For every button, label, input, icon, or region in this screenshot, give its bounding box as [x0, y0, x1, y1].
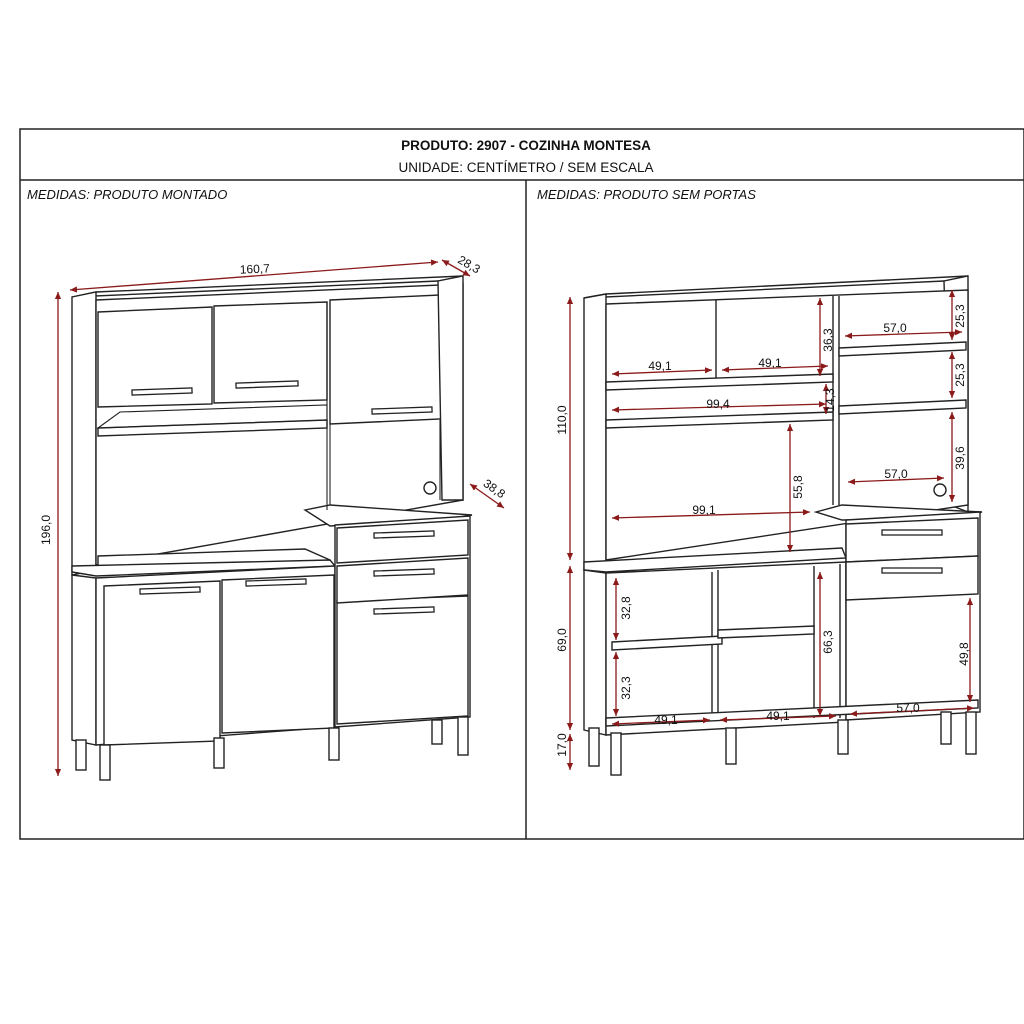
left-dimension-lines [54, 259, 505, 776]
dim-w-bot-right: 57,0 [896, 701, 920, 715]
dim-h-323: 32,3 [619, 676, 633, 700]
right-panel-label: MEDIDAS: PRODUTO SEM PORTAS [537, 187, 756, 202]
dim-h-328: 32,8 [619, 596, 633, 620]
dim-h-558: 55,8 [791, 475, 805, 499]
dim-h-663: 66,3 [821, 630, 835, 654]
dim-h-253-a: 25,3 [953, 304, 967, 328]
dim-w-991: 99,1 [692, 503, 716, 517]
dim-h-upper: 110,0 [555, 405, 569, 434]
dim-width: 160,7 [239, 261, 270, 277]
dim-w-570-mid: 57,0 [884, 467, 908, 481]
dim-w-bot-mid: 49,1 [766, 709, 790, 723]
dim-niche-left: 49,1 [648, 359, 672, 373]
dim-h-498: 49,8 [957, 642, 971, 666]
left-panel-label: MEDIDAS: PRODUTO MONTADO [27, 187, 227, 202]
dim-w-994: 99,4 [706, 397, 730, 411]
product-title: PRODUTO: 2907 - COZINHA MONTESA [401, 138, 651, 153]
right-dimension-lines [566, 290, 975, 770]
open-cabinet-drawing [583, 275, 983, 776]
dim-h-legs: 17,0 [555, 733, 569, 757]
unit-subtitle: UNIDADE: CENTÍMETRO / SEM ESCALA [398, 160, 653, 175]
dim-h-253-b: 25,3 [953, 363, 967, 387]
dim-height: 196,0 [39, 515, 53, 545]
dim-w-bot-left: 49,1 [654, 713, 678, 727]
dim-h-363: 36,3 [821, 328, 835, 352]
dim-h-lower: 69,0 [555, 628, 569, 652]
dim-h-143: 14,3 [823, 388, 837, 412]
assembled-cabinet-drawing [71, 275, 473, 781]
dim-w-570-top: 57,0 [883, 321, 907, 335]
dim-depth-base: 38,8 [481, 476, 508, 501]
sheet-frame [19, 128, 1024, 840]
dim-depth-top: 28,3 [455, 253, 483, 277]
dim-niche-mid: 49,1 [758, 356, 782, 370]
dim-h-396: 39,6 [953, 446, 967, 470]
